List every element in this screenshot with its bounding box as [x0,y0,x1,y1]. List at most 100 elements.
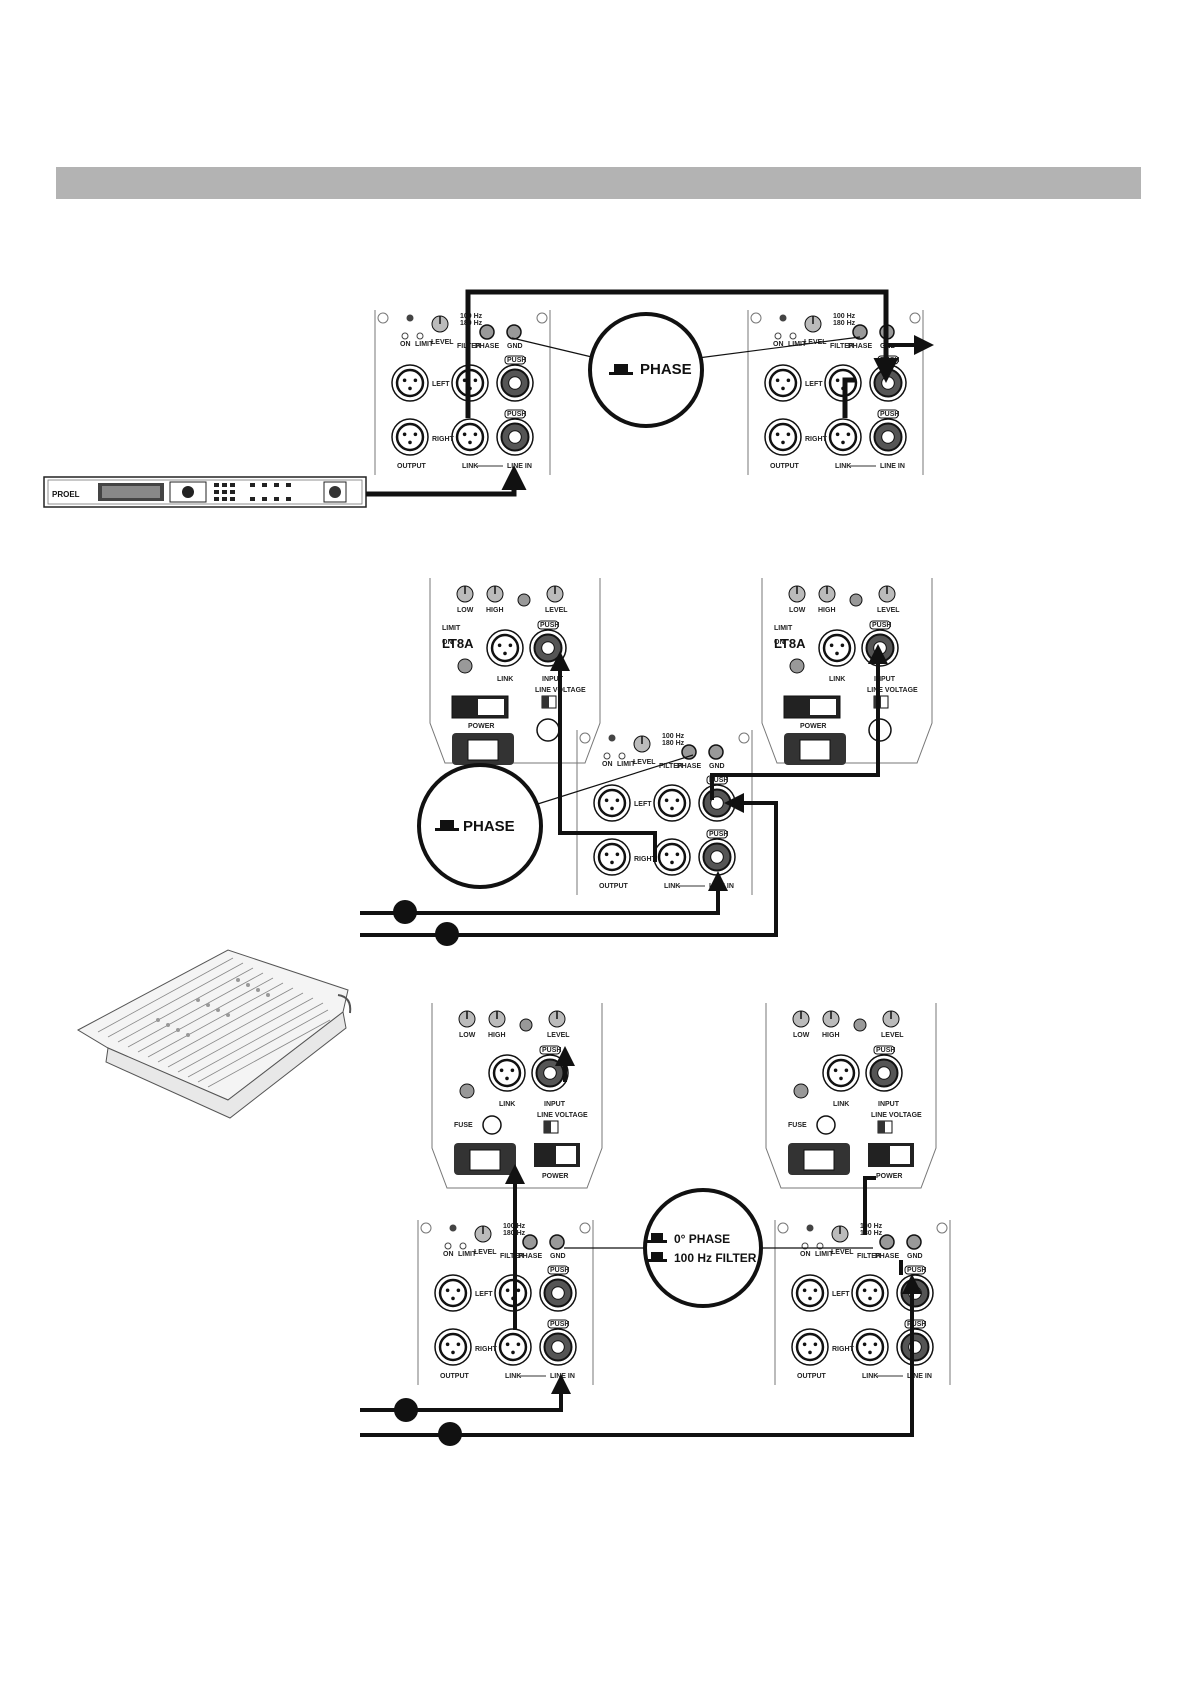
fuse-label: FUSE [788,1122,807,1129]
high-label: HIGH [818,607,836,614]
link-label: LINK [497,676,513,683]
xlr-pin [808,1296,812,1301]
level-label: LEVEL [881,1032,904,1039]
xlr-ring [395,368,425,398]
xlr-pin [781,386,785,391]
power-rocker [556,1146,576,1164]
iec-socket [799,739,831,761]
xlr-pin [844,1068,849,1073]
link-label: LINK [499,1101,515,1108]
led [774,332,782,340]
xlr-pin [445,1288,450,1293]
xlr-pin [456,1342,461,1347]
limit-label: LIMIT [442,625,461,632]
gnd-button [549,1234,565,1250]
low-label: LOW [793,1032,810,1039]
xlr-pin [862,1288,867,1293]
power-label: POWER [542,1173,568,1180]
link-label: LINK [829,676,845,683]
section2-cable-markers [393,900,459,946]
gnd-button [789,658,805,674]
input-label: INPUT [542,676,564,683]
limit-label: LIMIT [458,1251,477,1258]
phase-label: PHASE [875,1253,899,1260]
led [801,1242,809,1250]
xlr-pin [408,386,412,391]
gnd-button [793,1083,809,1099]
push-label: PUSH [542,1047,561,1054]
led [459,1242,467,1250]
combo-jack [881,430,895,444]
on-label: ON [774,639,785,646]
left-label: LEFT [432,381,450,388]
push-label: PUSH [907,1267,926,1274]
phase-callout-2-label: PHASE [463,818,515,835]
screw [579,1222,591,1234]
output-label: OUTPUT [397,463,427,470]
xlr-ring [438,1332,468,1362]
section-header-bar [56,167,1141,199]
xlr-pin [451,1350,455,1355]
led [603,752,611,760]
link-label: LINK [862,1373,878,1380]
power-rocker [478,699,504,715]
push-label: PUSH [507,357,526,364]
low-label: LOW [459,1032,476,1039]
on-label: ON [400,341,411,348]
output-label: OUTPUT [599,883,629,890]
screw [750,312,762,324]
xlr-pin [775,378,780,383]
xlr-ring [822,633,852,663]
xlr-ring [855,1278,885,1308]
on-label: ON [442,639,453,646]
line-in-label: LINE IN [907,1373,932,1380]
xlr-pin [786,432,791,437]
led-on [608,734,616,742]
xlr-pin [675,852,680,857]
model-label: LT8A [442,636,474,651]
led-on [449,1224,457,1232]
push-label: PUSH [709,831,728,838]
xlr-pin [473,378,478,383]
iec-socket [467,739,499,761]
push-label: PUSH [876,1047,895,1054]
high-label: HIGH [822,1032,840,1039]
phase-label: PHASE [475,343,499,350]
section3-cables [360,1046,922,1437]
filter-label: FILTER [500,1253,524,1260]
xlr-ring [795,1332,825,1362]
link-label: LINK [462,463,478,470]
combo-jack [508,430,522,444]
voltage-switch-knob [544,1121,551,1133]
phase-button [479,324,495,340]
model-label: LT8A [774,636,806,651]
xlr-pin [473,432,478,437]
phase-callout-2: PHASE [417,754,694,889]
xlr-pin [499,1068,504,1073]
xlr-pin [835,651,839,656]
gnd-label: GND [709,763,725,770]
combo-jack [877,1066,891,1080]
xlr-pin [445,1342,450,1347]
link-label: LINK [505,1373,521,1380]
mode-button [853,1018,867,1032]
xlr-pin [664,798,669,803]
freq-label: 100 Hz [833,313,856,320]
processor-brand: PROEL [52,490,80,499]
left-label: LEFT [832,1291,850,1298]
xlr-pin [675,798,680,803]
xlr-pin [840,643,845,648]
xlr-ring [826,1058,856,1088]
power-rocker [890,1146,910,1164]
filter-label: 100 Hz FILTER [674,1251,757,1265]
xlr-pin [664,852,669,857]
phase-callout-1: PHASE [511,312,861,428]
high-label: HIGH [486,607,504,614]
power-label: POWER [468,723,494,730]
led [444,1242,452,1250]
xlr-pin [833,1068,838,1073]
push-label: PUSH [872,622,891,629]
xlr-pin [868,1350,872,1355]
